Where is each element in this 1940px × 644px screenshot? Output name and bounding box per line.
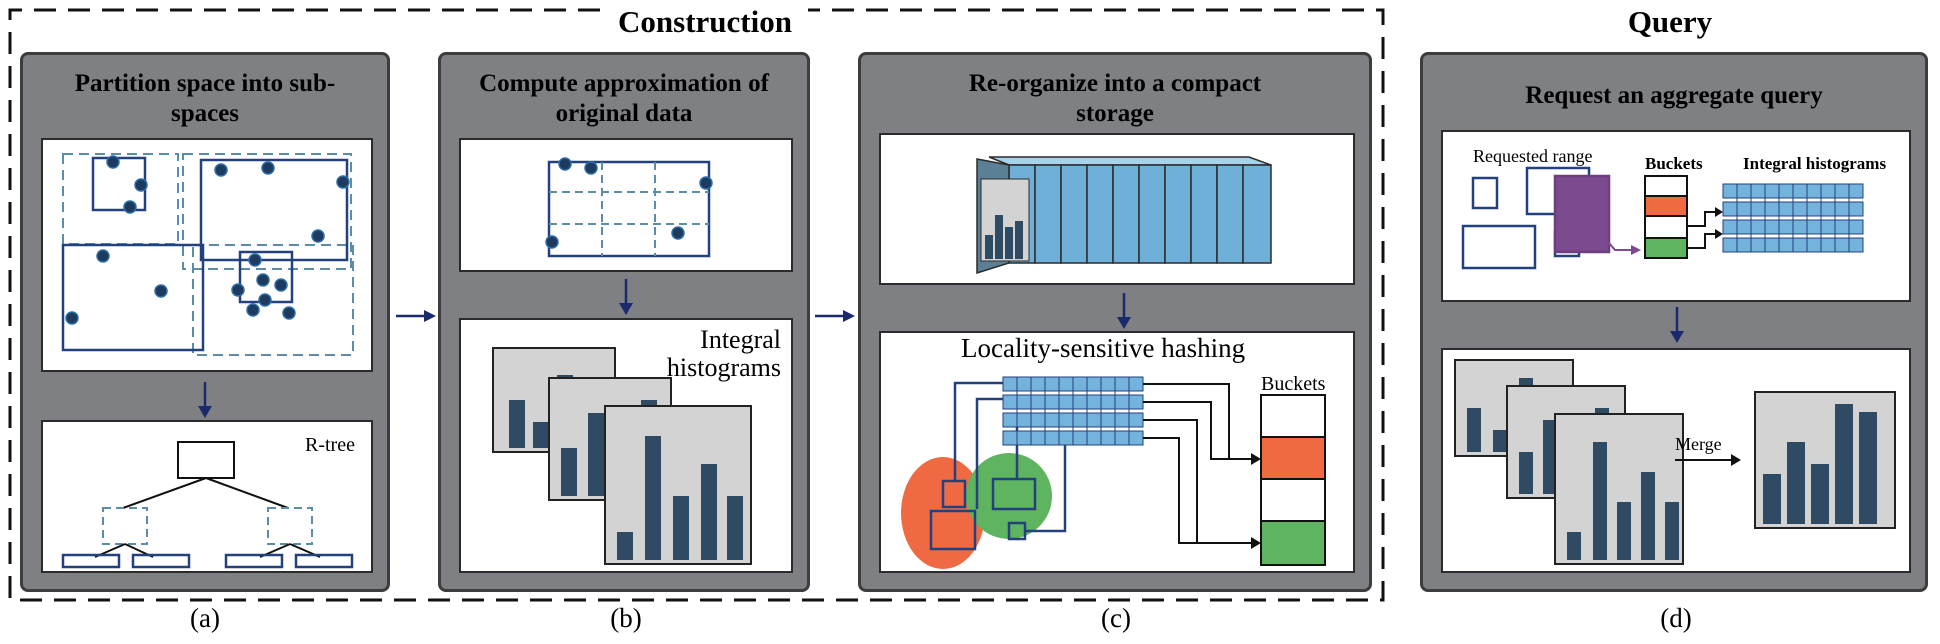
grid-box bbox=[459, 138, 793, 272]
query-box: Requested range Buckets Integral histogr… bbox=[1441, 130, 1911, 302]
rtree-diagram bbox=[61, 441, 354, 569]
panel-storage: Re-organize into a compact storage Local… bbox=[858, 52, 1372, 592]
caption-b: (b) bbox=[610, 603, 642, 633]
panel-title: Re-organize into a compact storage bbox=[968, 70, 1262, 127]
arrow-down bbox=[619, 279, 633, 315]
section-title-construction: Construction bbox=[618, 4, 792, 39]
merge-box: Merge bbox=[1441, 348, 1911, 573]
histogram-label: Integral histograms bbox=[666, 325, 781, 382]
query-diagram bbox=[1461, 166, 1864, 270]
rtree-label: R-tree bbox=[305, 434, 355, 456]
buckets-label: Buckets bbox=[1645, 154, 1703, 173]
arrow-down bbox=[198, 382, 212, 418]
arrow-down bbox=[1117, 293, 1131, 329]
caption-a: (a) bbox=[190, 603, 220, 633]
lsh-diagram bbox=[901, 376, 1326, 569]
arrow-right bbox=[815, 310, 855, 322]
integral-histograms-label: Integral histograms bbox=[1743, 154, 1887, 173]
grid-diagram bbox=[545, 157, 713, 258]
merge-diagram bbox=[1454, 359, 1896, 565]
requested-range-label: Requested range bbox=[1473, 146, 1593, 166]
lsh-box: Locality-sensitive hashing Buckets bbox=[879, 331, 1355, 573]
caption-d: (d) bbox=[1660, 603, 1692, 633]
panel-title: Request an aggregate query bbox=[1525, 82, 1823, 109]
histogram-stack bbox=[492, 347, 752, 565]
partition-diagram bbox=[61, 153, 354, 356]
lsh-label: Locality-sensitive hashing bbox=[961, 333, 1246, 363]
panel-approximation: Compute approximation of original data I… bbox=[438, 52, 810, 592]
arrow-down bbox=[1670, 307, 1684, 343]
panel-partition: Partition space into sub-spaces bbox=[20, 52, 390, 592]
histogram-box: Integral histograms bbox=[459, 318, 793, 573]
hist-card-3 bbox=[604, 405, 752, 565]
panel-query: Request an aggregate query Requested ran… bbox=[1420, 52, 1928, 592]
partition-box bbox=[41, 138, 373, 372]
buckets-label: Buckets bbox=[1261, 373, 1326, 395]
rtree-box: R-tree bbox=[41, 420, 373, 573]
hist-card-3 bbox=[1554, 413, 1684, 565]
section-title-query: Query bbox=[1627, 4, 1713, 39]
container-box bbox=[879, 133, 1355, 285]
merge-label: Merge bbox=[1675, 434, 1722, 454]
panel-title: Partition space into sub-spaces bbox=[74, 70, 336, 127]
storage-container bbox=[976, 156, 1272, 275]
merged-histogram bbox=[1754, 391, 1896, 529]
panel-title: Compute approximation of original data bbox=[479, 70, 769, 127]
arrow-right bbox=[396, 310, 436, 322]
caption-c: (c) bbox=[1101, 603, 1131, 633]
